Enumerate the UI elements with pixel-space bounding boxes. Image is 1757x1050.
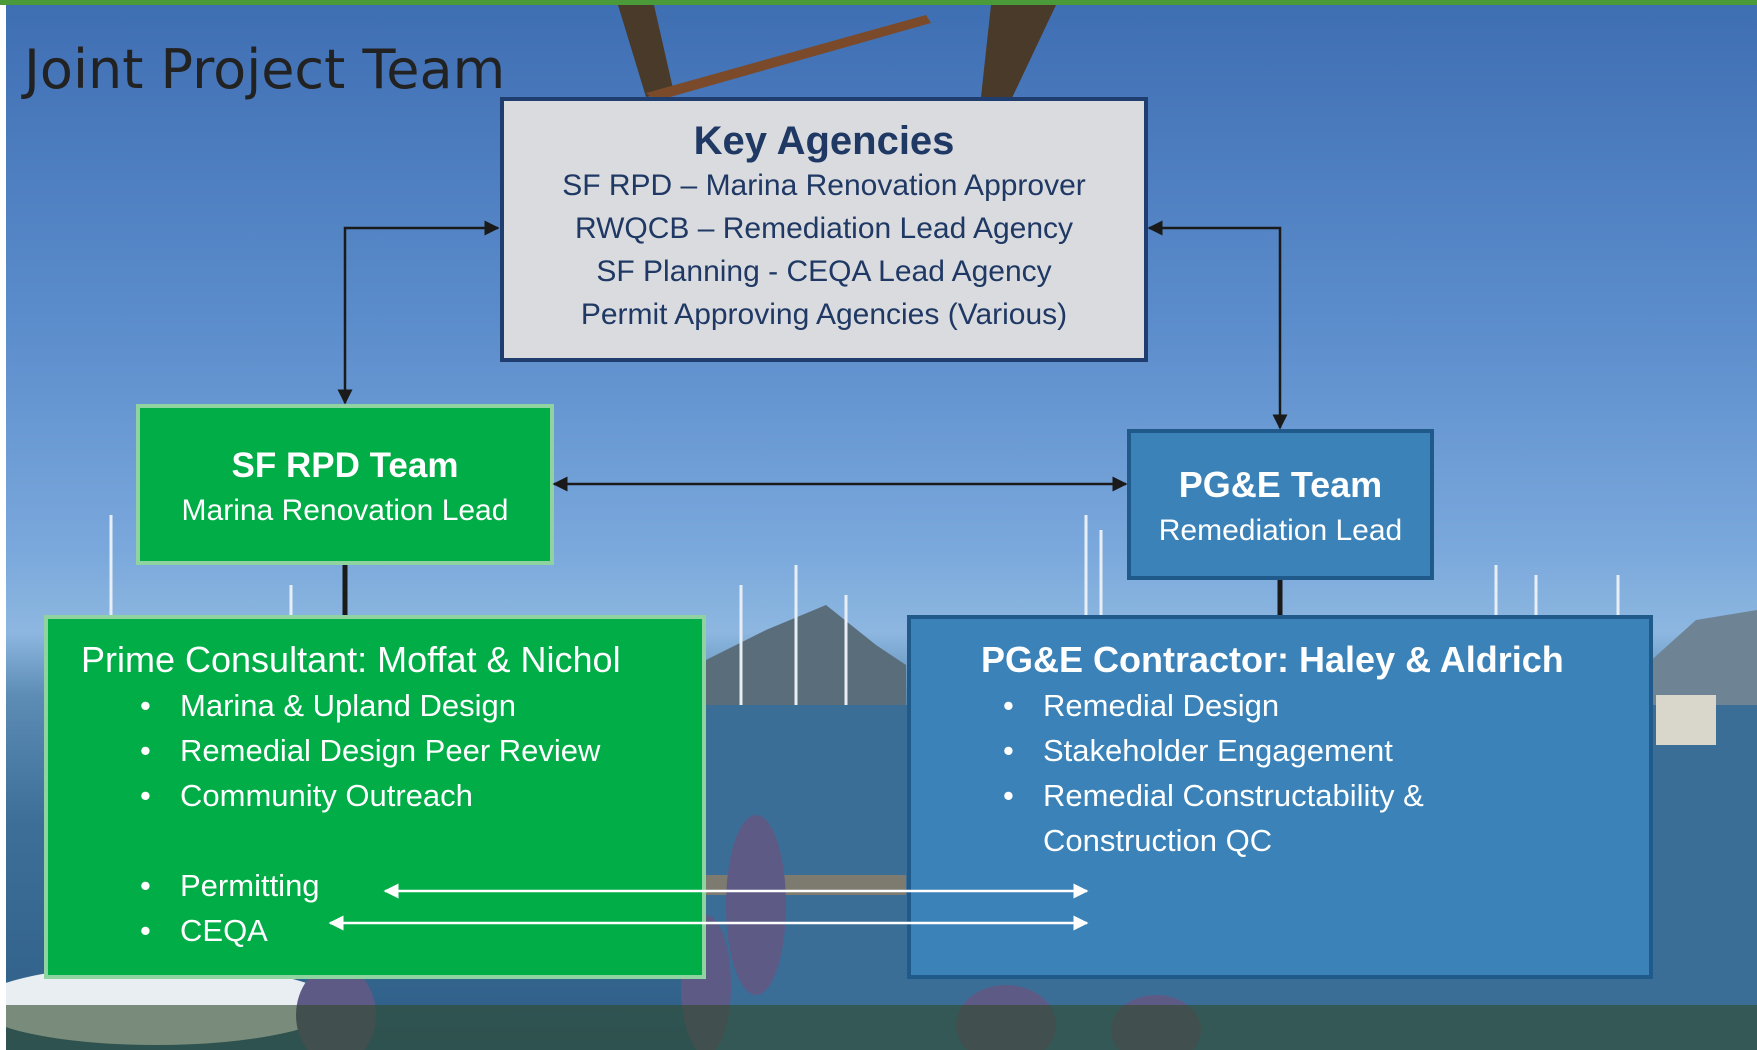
prime-consultant-list: Marina & Upland Design Remedial Design P… <box>140 683 600 818</box>
list-item: Remedial Constructability & Construction… <box>1003 773 1483 863</box>
agency-line: RWQCB – Remediation Lead Agency <box>574 212 1074 245</box>
pge-contractor-box: PG&E Contractor: Haley & Aldrich Remedia… <box>907 615 1653 979</box>
sf-rpd-team-box: SF RPD Team Marina Renovation Lead <box>136 404 554 565</box>
pier-boat <box>1656 695 1716 745</box>
slide-title: Joint Project Team <box>24 38 506 101</box>
beam-right <box>981 5 1056 100</box>
beam-left <box>618 5 674 97</box>
list-item: Remedial Design <box>1003 683 1483 728</box>
foreground-foliage <box>6 1005 1757 1050</box>
pge-team-role: Remediation Lead <box>1158 514 1403 547</box>
pge-contractor-heading: PG&E Contractor: Haley & Aldrich <box>981 639 1564 680</box>
sf-rpd-team-heading: SF RPD Team <box>231 446 459 485</box>
top-rule <box>0 0 1757 5</box>
hill-right <box>1646 610 1757 705</box>
hill-center <box>696 605 906 725</box>
sf-rpd-team-role: Marina Renovation Lead <box>181 494 509 527</box>
agency-line: SF Planning - CEQA Lead Agency <box>596 255 1052 288</box>
list-item-permitting: Permitting <box>140 863 320 908</box>
pge-contractor-list: Remedial Design Stakeholder Engagement R… <box>1003 683 1483 863</box>
prime-consultant-heading: Prime Consultant: Moffat & Nichol <box>81 639 621 680</box>
prime-consultant-box: Prime Consultant: Moffat & Nichol Marina… <box>44 615 706 979</box>
list-item: Remedial Design Peer Review <box>140 728 600 773</box>
agency-line: SF RPD – Marina Renovation Approver <box>562 169 1086 202</box>
key-agencies-heading: Key Agencies <box>693 119 955 163</box>
list-item: Marina & Upland Design <box>140 683 600 728</box>
key-agencies-box: Key Agencies SF RPD – Marina Renovation … <box>500 97 1148 362</box>
list-item: Stakeholder Engagement <box>1003 728 1483 773</box>
pge-team-box: PG&E Team Remediation Lead <box>1127 429 1434 580</box>
shared-items-list: Permitting CEQA <box>140 863 320 953</box>
beam-cross <box>646 15 931 101</box>
list-item: Community Outreach <box>140 773 600 818</box>
list-item-ceqa: CEQA <box>140 908 320 953</box>
pge-team-heading: PG&E Team <box>1178 464 1383 505</box>
agency-line: Permit Approving Agencies (Various) <box>580 298 1068 331</box>
